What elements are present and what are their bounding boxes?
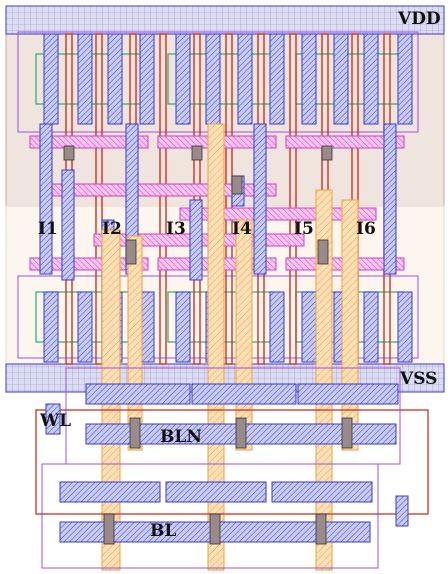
vdd-rail [5, 5, 445, 35]
wl-label: WL [39, 411, 71, 431]
contacts [63, 145, 333, 265]
inverter-label: I1 [38, 219, 58, 239]
inverter-label: I2 [102, 219, 122, 239]
wl-poly-loop [35, 409, 429, 515]
vss-label: VSS [399, 369, 437, 389]
access-contacts [103, 417, 353, 545]
vdd-label: VDD [397, 9, 441, 29]
inverter-label: I6 [356, 219, 376, 239]
bln-label: BLN [160, 427, 202, 447]
inverter-label: I4 [232, 219, 252, 239]
inverter-label: I3 [166, 219, 186, 239]
pmos-metal1-straps [43, 33, 413, 125]
inverter-label: I5 [294, 219, 314, 239]
wl-end-contact [395, 495, 409, 527]
wl-contact [45, 403, 61, 435]
bl-cell-outline [41, 463, 379, 569]
bl-diffusion [59, 481, 373, 543]
bl-label: BL [150, 521, 176, 541]
